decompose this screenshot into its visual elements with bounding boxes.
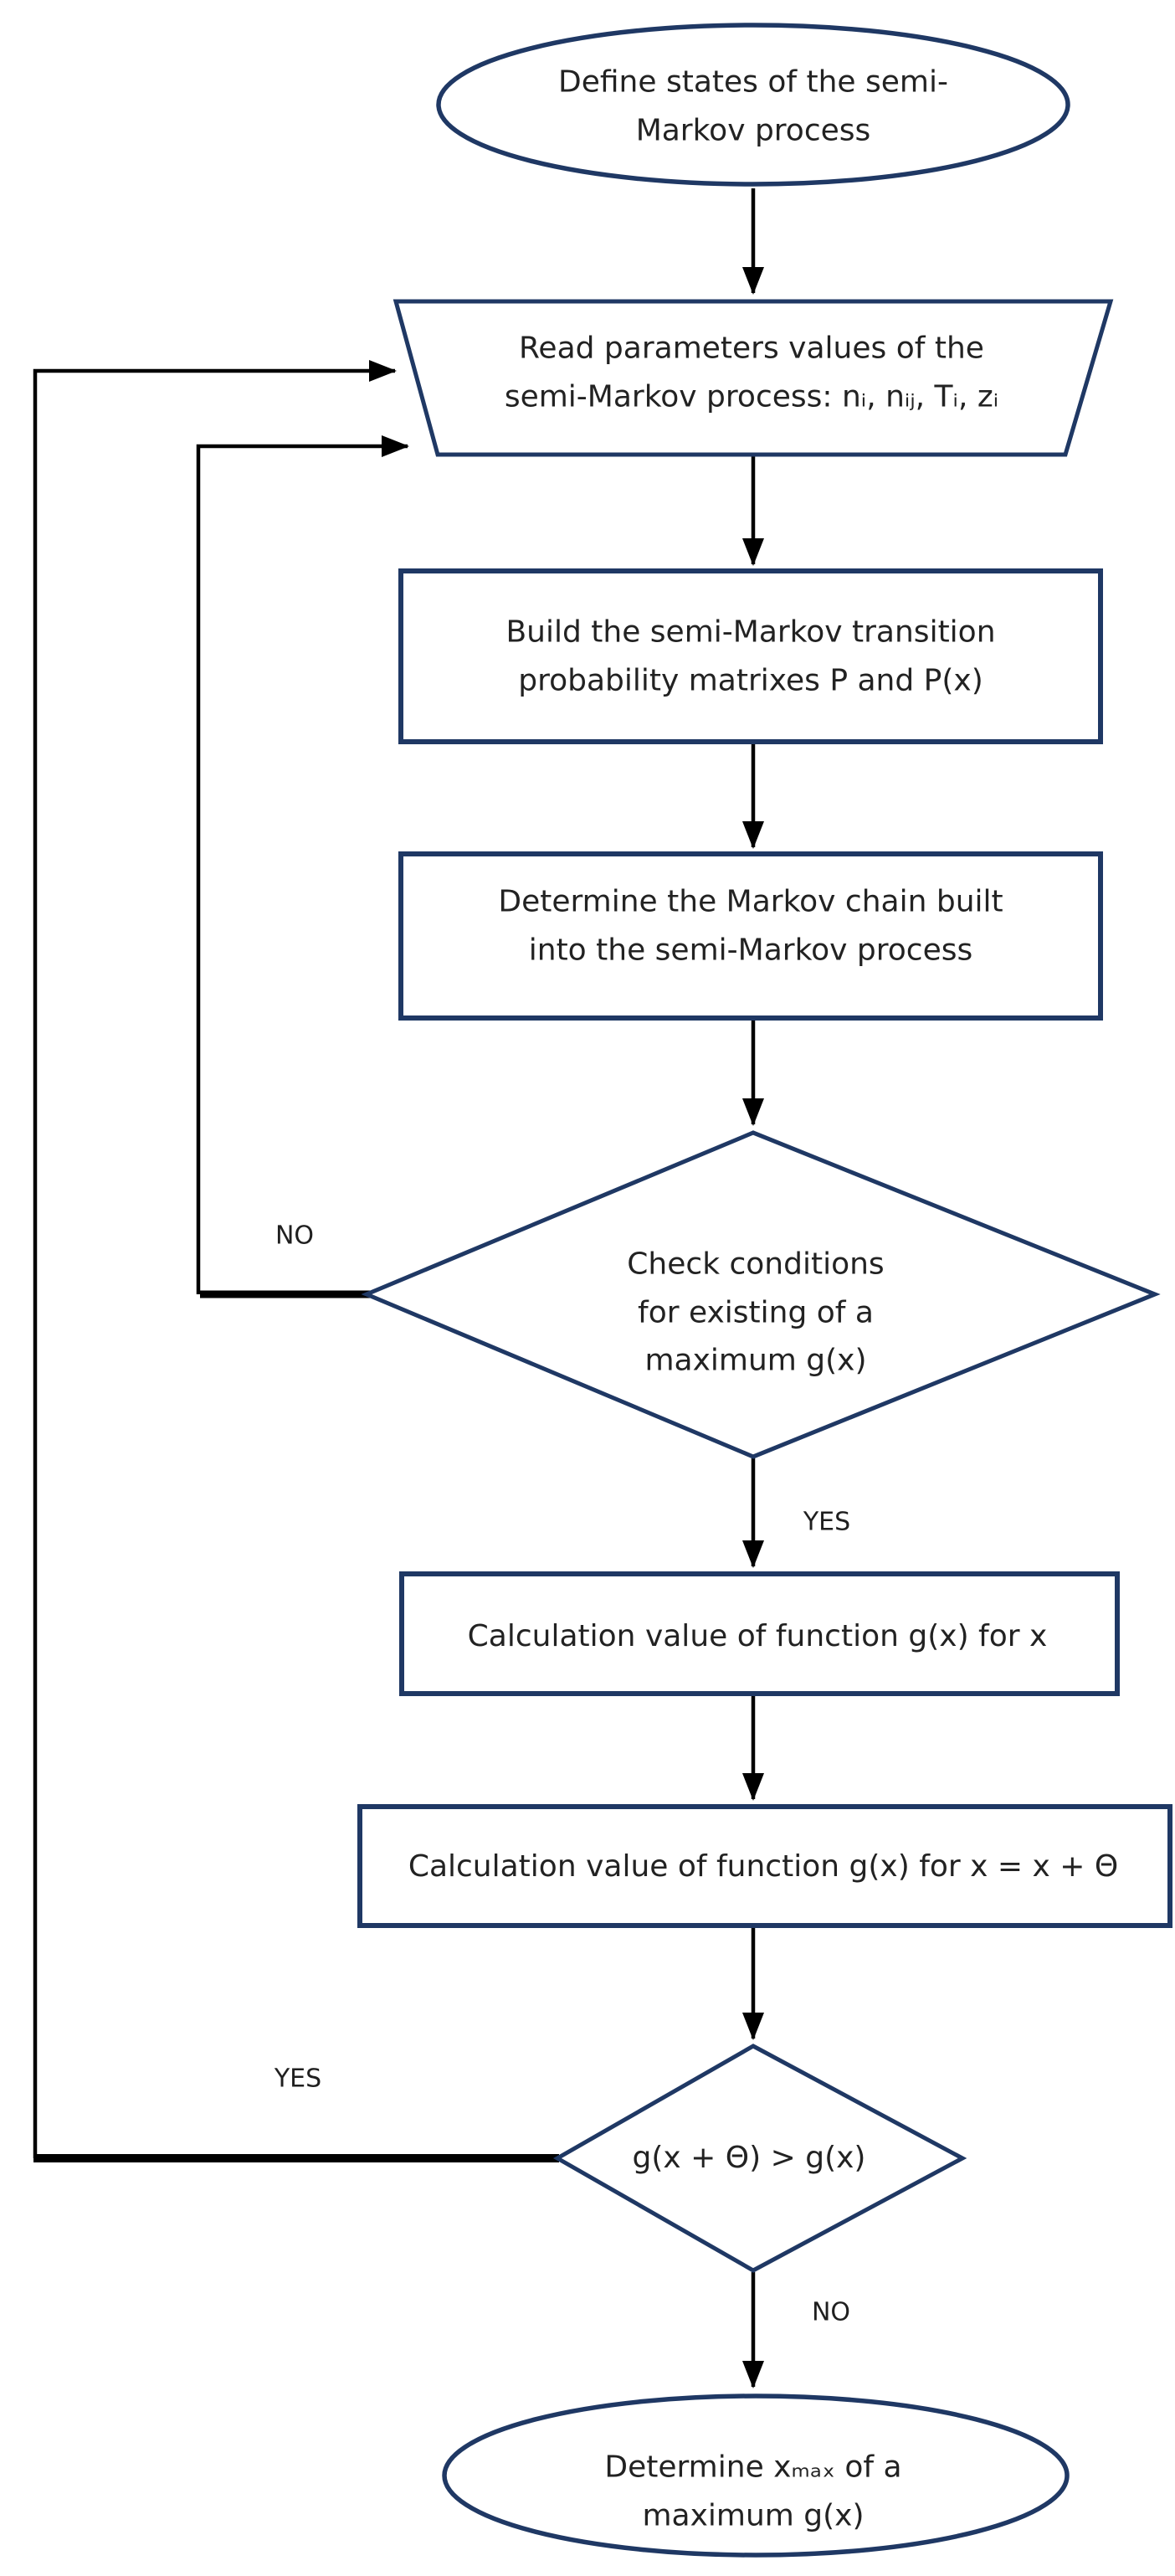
compare-g-text: g(x + Θ) > g(x) bbox=[632, 2141, 866, 2176]
node-shapes bbox=[357, 23, 1172, 2558]
calc-g-theta-text: Calculation value of function g(x) for x… bbox=[408, 1849, 1119, 1884]
build-matrices-text: Build the semi-Markov transition probabi… bbox=[505, 614, 996, 697]
calc-g-theta-rect-shape bbox=[357, 1804, 1172, 1928]
compare-no-label: NO bbox=[811, 2297, 851, 2327]
connectors bbox=[33, 188, 764, 2388]
check-no-label: NO bbox=[275, 1221, 315, 1251]
compare-g-diamond-shape bbox=[552, 2044, 967, 2273]
build-matrices-rect-shape bbox=[398, 568, 1103, 744]
check-yes-label: YES bbox=[803, 1507, 851, 1537]
read-parameters-text: Read parameters values of the semi-Marko… bbox=[504, 331, 999, 414]
calc-g-rect-shape bbox=[399, 1571, 1120, 1696]
check-conditions-text: Check conditions for existing of a maxim… bbox=[627, 1247, 885, 1378]
read-parameters-trapezoid-shape bbox=[393, 299, 1114, 457]
determine-chain-text: Determine the Markov chain built into th… bbox=[498, 884, 1003, 967]
end-ellipse-shape bbox=[442, 2393, 1070, 2558]
start-text: Define states of the semi- Markov proces… bbox=[558, 64, 948, 147]
compare-yes-label: YES bbox=[274, 2064, 322, 2094]
connector-compare-yes-loop bbox=[33, 360, 397, 2158]
connector-check-no-loop bbox=[196, 435, 409, 1294]
check-conditions-diamond-shape bbox=[361, 1130, 1161, 1459]
calc-g-text: Calculation value of function g(x) for x bbox=[467, 1619, 1048, 1654]
determine-chain-rect-shape bbox=[398, 851, 1103, 1021]
end-text: Determine xₘₐₓ of a maximum g(x) bbox=[604, 2450, 902, 2532]
start-ellipse-shape bbox=[436, 23, 1070, 187]
